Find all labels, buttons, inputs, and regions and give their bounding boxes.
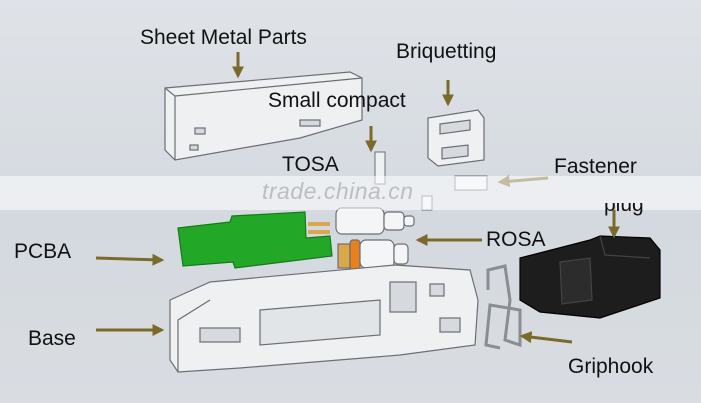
label-griphook: Griphook: [568, 355, 654, 378]
label-tosa: TOSA: [282, 153, 339, 176]
pcba-board: [177, 211, 333, 269]
protective-plug-part: [519, 235, 661, 319]
sheet-metal-part: [164, 71, 363, 161]
label-rosa: ROSA: [486, 228, 546, 251]
label-cutoff-plug: plug: [604, 193, 644, 216]
label-pcba: PCBA: [14, 240, 72, 263]
base-part: [169, 264, 479, 373]
griphook-part: [484, 264, 522, 350]
label-small-compact: Small compact: [268, 89, 406, 112]
label-sheet-metal: Sheet Metal Parts: [140, 26, 307, 49]
watermark-band: [0, 176, 701, 210]
watermark-text: trade.china.cn: [262, 178, 414, 204]
tosa-part: [335, 207, 415, 235]
label-base: Base: [28, 327, 76, 350]
label-briquetting: Briquetting: [396, 40, 497, 63]
pointer-arrows: [95, 52, 620, 344]
briquetting-part: [427, 109, 485, 167]
label-fastener: Fastener: [554, 155, 637, 178]
